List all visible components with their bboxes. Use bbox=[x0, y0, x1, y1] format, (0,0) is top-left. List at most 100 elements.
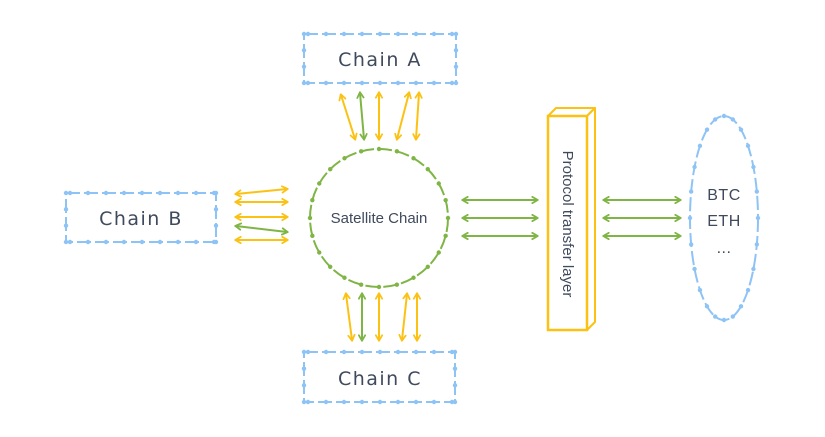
outline-dot bbox=[704, 304, 710, 309]
arrow-a-5 bbox=[416, 93, 419, 139]
asset-more-label: ... bbox=[717, 240, 732, 257]
box-outline-dots bbox=[63, 190, 219, 245]
outline-dot bbox=[697, 143, 703, 149]
protocol-transfer-layer-node[interactable]: Protocol transfer layer bbox=[546, 107, 596, 332]
chain-c-node[interactable]: Chain C bbox=[301, 349, 458, 405]
outline-dot bbox=[377, 399, 383, 405]
outline-dot bbox=[453, 80, 459, 86]
outline-dot bbox=[328, 167, 333, 172]
outline-dot bbox=[411, 275, 416, 280]
outline-dot bbox=[730, 117, 735, 122]
outline-dot bbox=[341, 349, 347, 355]
outline-dot bbox=[323, 399, 329, 405]
outline-dot bbox=[425, 264, 430, 269]
outline-dot bbox=[413, 31, 419, 37]
outline-dot bbox=[394, 149, 400, 154]
outline-dot bbox=[431, 80, 437, 86]
assets-node[interactable]: BTC ETH ... bbox=[687, 113, 761, 323]
outline-dot bbox=[121, 239, 127, 245]
arrows-chain-a-satellite bbox=[341, 93, 419, 139]
outline-dot bbox=[310, 197, 315, 203]
chain-b-label: Chain B bbox=[99, 208, 183, 230]
assets-ellipse-dots bbox=[687, 113, 761, 323]
outline-dot bbox=[121, 190, 127, 196]
outline-dot bbox=[358, 149, 364, 154]
outline-dot bbox=[301, 64, 307, 69]
outline-dot bbox=[687, 215, 693, 221]
asset-btc-label: BTC bbox=[707, 187, 741, 204]
outline-dot bbox=[376, 146, 382, 152]
outline-dot bbox=[425, 167, 430, 172]
outline-dot bbox=[754, 242, 760, 247]
outline-dot bbox=[213, 190, 219, 196]
outline-dot bbox=[452, 366, 458, 371]
outline-dot bbox=[305, 80, 311, 86]
outline-dot bbox=[413, 399, 419, 405]
outline-dot bbox=[453, 48, 459, 53]
outline-dot bbox=[453, 31, 459, 37]
outline-dot bbox=[305, 31, 311, 37]
outline-dot bbox=[301, 383, 307, 388]
outline-dot bbox=[359, 399, 365, 405]
box-outline-dots bbox=[301, 349, 458, 405]
outline-dot bbox=[157, 239, 163, 245]
outline-dot bbox=[139, 239, 145, 245]
outline-dot bbox=[721, 113, 727, 119]
outline-dot bbox=[688, 242, 694, 247]
outline-dot bbox=[377, 80, 383, 86]
outline-dot bbox=[431, 399, 437, 405]
protocol-box-front bbox=[546, 114, 589, 332]
outline-dot bbox=[395, 349, 401, 355]
arrow-a-1 bbox=[341, 95, 355, 139]
arrows-protocol-assets bbox=[604, 200, 680, 236]
protocol-layer-label: Protocol transfer layer bbox=[559, 151, 576, 298]
satellite-chain-node[interactable]: Satellite Chain bbox=[307, 146, 451, 290]
outline-dot bbox=[103, 239, 109, 245]
chain-b-node[interactable]: Chain B bbox=[63, 190, 219, 245]
satellite-chain-label: Satellite Chain bbox=[331, 210, 428, 227]
outline-dot bbox=[395, 80, 401, 86]
outline-dot bbox=[452, 383, 458, 388]
outline-dot bbox=[193, 239, 199, 245]
satellite-chain-dots bbox=[307, 146, 451, 290]
chain-a-label: Chain A bbox=[338, 49, 422, 71]
box-outline-dots bbox=[301, 31, 459, 86]
outline-dot bbox=[413, 80, 419, 86]
outline-dot bbox=[359, 80, 365, 86]
outline-dot bbox=[377, 31, 383, 37]
outline-dot bbox=[395, 31, 401, 37]
outline-dot bbox=[751, 266, 756, 272]
outline-dot bbox=[323, 31, 329, 37]
outline-dot bbox=[317, 250, 322, 255]
outline-dot bbox=[453, 64, 459, 69]
outline-dot bbox=[328, 264, 333, 269]
outline-dot bbox=[394, 282, 400, 287]
outline-dot bbox=[431, 349, 437, 355]
outline-dot bbox=[341, 399, 347, 405]
outline-dot bbox=[445, 215, 451, 221]
outline-dot bbox=[67, 190, 73, 196]
outline-dot bbox=[157, 190, 163, 196]
outline-dot bbox=[305, 399, 311, 405]
outline-dot bbox=[301, 399, 307, 405]
outline-dot bbox=[692, 266, 697, 272]
outline-dot bbox=[213, 223, 219, 228]
outline-dot bbox=[317, 181, 322, 186]
asset-eth-label: ETH bbox=[707, 213, 741, 230]
outline-dot bbox=[341, 80, 347, 86]
arrow-a-4 bbox=[397, 93, 409, 139]
outline-dot bbox=[449, 31, 455, 37]
outline-dot bbox=[713, 314, 718, 319]
outline-dot bbox=[85, 190, 91, 196]
arrow-b-1 bbox=[236, 189, 287, 194]
outline-dot bbox=[342, 275, 347, 280]
chain-a-node[interactable]: Chain A bbox=[301, 31, 459, 86]
outline-dot bbox=[323, 80, 329, 86]
outline-dot bbox=[688, 189, 694, 194]
outline-dot bbox=[738, 127, 744, 132]
outline-dot bbox=[376, 284, 382, 290]
arrows-chain-b-satellite bbox=[236, 189, 287, 240]
outline-dot bbox=[359, 31, 365, 37]
outline-dot bbox=[704, 127, 710, 132]
